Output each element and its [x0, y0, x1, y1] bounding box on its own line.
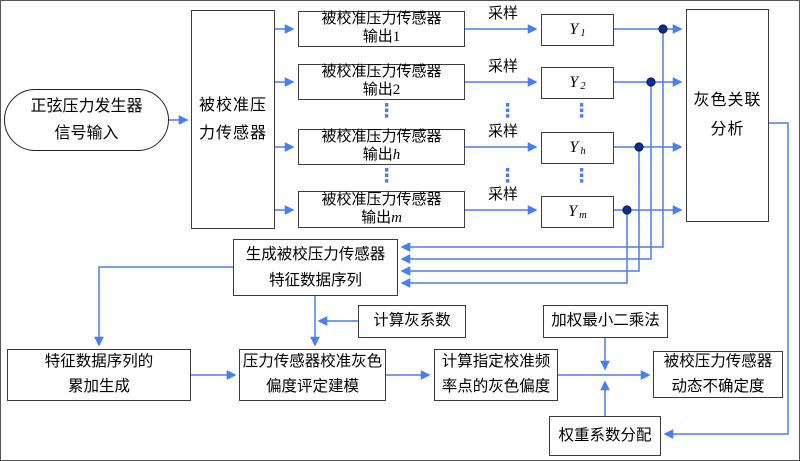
node-sensor-output-1: 被校准压力传感器 输出1: [298, 11, 465, 47]
sensor-line2: 力传感器: [198, 124, 267, 142]
output1-suffix: 1: [392, 29, 401, 45]
ym-main: Y: [568, 203, 578, 221]
outputh-prefix: 输出: [362, 147, 393, 163]
node-sensor-under-calibration: 被校准压 力传感器: [191, 10, 275, 229]
node-dynamic-uncertainty: 被校压力传感器 动态不确定度: [653, 351, 783, 398]
wires-group: [94, 24, 789, 439]
ellipsis-sampling-row1: ⋮: [498, 100, 517, 122]
accumulate-line1: 特征数据序列的: [44, 353, 154, 371]
outputh-line1: 被校准压力传感器: [321, 129, 442, 146]
signal-source-line2: 信号输入: [54, 125, 119, 142]
node-accumulated-generation: 特征数据序列的 累加生成: [7, 349, 191, 401]
output1-line1: 被校准压力传感器: [321, 11, 442, 28]
outputm-suffix: m: [391, 209, 402, 226]
y1-main: Y: [569, 21, 579, 39]
feature-seq-line1: 生成被校压力传感器: [245, 245, 386, 263]
wire-ym-to-feature: [400, 210, 628, 288]
junction-dot-y2: [646, 77, 656, 87]
ellipsis-outputs-row1: ⋮: [377, 100, 396, 122]
node-feature-sequence: 生成被校压力传感器 特征数据序列: [233, 239, 398, 296]
sampling-label-1: 采样: [487, 6, 518, 22]
yh-sub: h: [580, 145, 586, 157]
grey-analysis-line2: 分析: [710, 120, 745, 138]
node-weight-allocation: 权重系数分配: [549, 416, 661, 456]
junction-dot-ym: [622, 205, 632, 215]
sampling-label-h: 采样: [487, 124, 518, 140]
node-skewness-at-frequencies: 计算指定校准频 率点的灰色偏度: [434, 349, 558, 401]
skewness-freq-line2: 率点的灰色偏度: [441, 378, 551, 395]
ellipsis-series-row1: ⋮: [572, 100, 591, 122]
sampling-label-m: 采样: [487, 187, 518, 203]
node-skewness-modeling: 压力传感器校准灰色 偏度评定建模: [239, 349, 386, 401]
ellipsis-outputs-row2: ⋮: [377, 165, 396, 187]
outputh-suffix: h: [392, 147, 401, 163]
node-sensor-output-2: 被校准压力传感器 输出2: [298, 64, 465, 100]
uncertainty-line2: 动态不确定度: [671, 377, 765, 395]
node-grey-coefficient: 计算灰系数: [358, 305, 466, 338]
output1-prefix: 输出: [362, 29, 393, 45]
ym-sub: m: [579, 209, 587, 221]
wire-feature-to-accumulate: [94, 266, 233, 347]
node-grey-relational-analysis: 灰色关联 分析: [686, 9, 769, 222]
node-sensor-output-m: 被校准压力传感器 输出m: [298, 191, 465, 228]
wire-y2-to-feature: [400, 82, 652, 264]
grey-analysis-line1: 灰色关联: [693, 91, 762, 109]
modeling-line2: 偏度评定建模: [265, 378, 359, 395]
output1-line2: 输出1: [363, 29, 401, 47]
junction-dots: [622, 24, 668, 215]
junction-dot-yh: [634, 142, 644, 152]
node-signal-source: 正弦压力发生器 信号输入: [4, 89, 169, 151]
feature-seq-line2: 特征数据序列: [268, 271, 362, 289]
node-sensor-output-h: 被校准压力传感器 输出h: [298, 129, 465, 165]
ellipsis-sampling-row2: ⋮: [498, 165, 517, 187]
accumulate-line2: 累加生成: [67, 378, 130, 395]
signal-source-line1: 正弦压力发生器: [30, 97, 143, 115]
outputm-line1: 被校准压力传感器: [321, 191, 442, 208]
y2-main: Y: [569, 74, 579, 92]
outputm-line2: 输出m: [361, 210, 402, 228]
uncertainty-line1: 被校压力传感器: [663, 352, 773, 370]
wire-grey-to-weight-allocation: [663, 122, 789, 439]
ellipsis-series-row2: ⋮: [572, 165, 591, 187]
sensor-line1: 被校准压: [198, 97, 267, 115]
grey-coefficient-label: 计算灰系数: [373, 312, 451, 330]
skewness-freq-line1: 计算指定校准频: [441, 353, 551, 371]
output2-line1: 被校准压力传感器: [321, 64, 442, 81]
y1-sub: 1: [580, 27, 586, 39]
yh-main: Y: [569, 139, 579, 157]
wls-label: 加权最小二乘法: [551, 312, 660, 330]
modeling-line1: 压力传感器校准灰色: [242, 353, 383, 371]
output2-line2: 输出2: [363, 82, 401, 100]
output2-suffix: 2: [392, 82, 401, 98]
wire-y1-to-feature: [400, 29, 664, 252]
y2-sub: 2: [580, 80, 586, 92]
sampling-label-2: 采样: [487, 59, 518, 75]
output2-prefix: 输出: [362, 82, 393, 98]
wire-yh-to-feature: [400, 147, 640, 276]
outputm-prefix: 输出: [361, 209, 392, 226]
junction-dot-y1: [658, 24, 668, 34]
weight-allocation-label: 权重系数分配: [558, 426, 652, 444]
outputh-line2: 输出h: [363, 147, 401, 165]
node-weighted-least-squares: 加权最小二乘法: [543, 305, 668, 338]
